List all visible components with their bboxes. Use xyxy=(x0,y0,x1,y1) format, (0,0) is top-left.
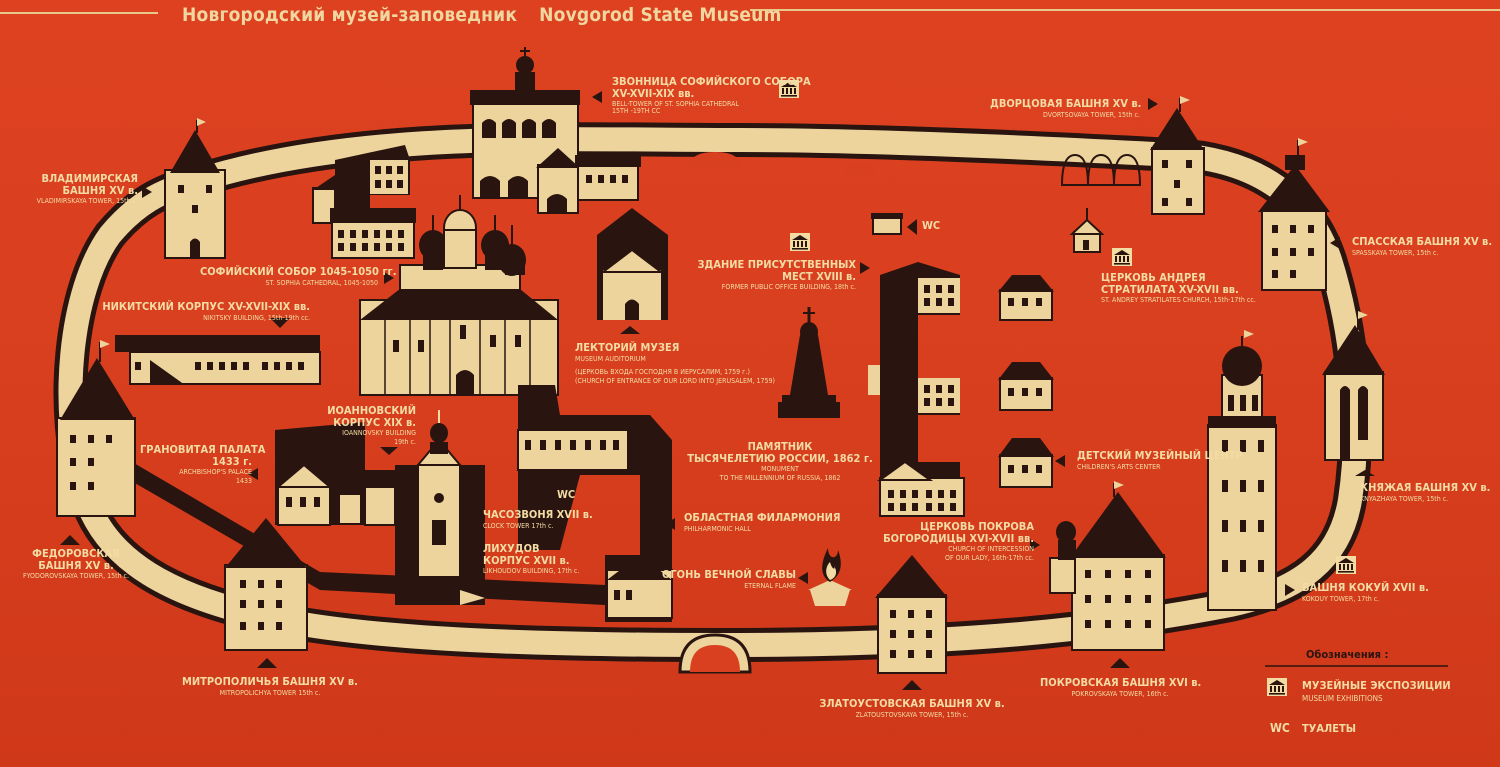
vladimirskaya-tower xyxy=(164,118,226,259)
mitropolichya-tower xyxy=(224,518,308,651)
label-mitropolichya: МИТРОПОЛИЧЬЯ БАШНЯ XV в. MITROPOLICHYA T… xyxy=(182,675,358,697)
label-knyazhaya: КНЯЖАЯ БАШНЯ XV в. KNYAZHAYA TOWER, 15th… xyxy=(1360,481,1491,503)
kokuy-tower xyxy=(1207,330,1277,611)
label-monument: ПАМЯТНИК ТЫСЯЧЕЛЕТИЮ РОССИИ, 1862 г. MON… xyxy=(687,440,873,483)
wc-marker-center: WC xyxy=(557,488,576,501)
label-zlatoustovskaya: ЗЛАТОУСТОВСКАЯ БАШНЯ XV в. ZLATOUSTOVSKA… xyxy=(819,697,1005,719)
label-dvortsovaya: ДВОРЦОВАЯ БАШНЯ XV в. DVORTSOVAYA TOWER,… xyxy=(990,97,1142,119)
label-lectorium: ЛЕКТОРИЙ МУЗЕЯ MUSEUM AUDITORIUM (ЦЕРКОВ… xyxy=(575,341,775,386)
sophia-cathedral xyxy=(359,195,559,396)
pokrovskaya-tower xyxy=(1049,481,1166,651)
museum-icon xyxy=(790,233,810,251)
central-building-complex xyxy=(517,385,673,622)
label-andrey: ЦЕРКОВЬ АНДРЕЯ СТРАТИЛАТА XV-XVII вв. ST… xyxy=(1101,271,1256,305)
title-en: Novgorod State Museum xyxy=(539,4,782,26)
label-pokrova: ЦЕРКОВЬ ПОКРОВА БОГОРОДИЦЫ XVI-XVII вв. … xyxy=(883,520,1034,563)
legend-heading: Обозначения : xyxy=(1306,648,1389,661)
wc-marker-north: WC xyxy=(922,219,941,232)
nikitsky-building xyxy=(115,335,321,385)
museum-icon xyxy=(1336,556,1356,574)
label-granovitaya: ГРАНОВИТАЯ ПАЛАТА 1433 г. ARCHBISHOP'S P… xyxy=(140,443,266,486)
label-clocktower: ЧАСОЗВОНЯ XVII в. CLOCK TOWER 17th c. xyxy=(483,508,593,530)
belltower-building xyxy=(470,47,641,214)
label-spasskaya: СПАССКАЯ БАШНЯ XV в. SPASSKAYA TOWER, 15… xyxy=(1352,235,1493,257)
granovitaya-palace xyxy=(275,422,396,526)
museum-icon xyxy=(1112,248,1132,266)
clock-tower xyxy=(395,410,485,605)
title-ru: Новгородский музей-заповедник xyxy=(182,4,518,26)
museum-icon xyxy=(1267,678,1287,696)
inner-road xyxy=(95,452,605,605)
arrow-icons xyxy=(60,91,1375,690)
zlatoustovskaya-tower xyxy=(875,555,948,674)
label-flame: ОГОНЬ ВЕЧНОЙ СЛАВЫ ETERNAL FLAME xyxy=(661,568,796,590)
spasskaya-tower xyxy=(1258,138,1330,291)
label-sophia: СОФИЙСКИЙ СОБОР 1045-1050 гг. ST. SOPHIA… xyxy=(200,265,397,287)
map-title: Новгородский музей-заповедник Novgorod St… xyxy=(182,4,782,26)
legend-wc-symbol: WC xyxy=(1270,721,1290,735)
label-philharmonic: ОБЛАСТНАЯ ФИЛАРМОНИЯ PHILHARMONIC HALL xyxy=(684,511,841,533)
building-nw-block xyxy=(312,145,416,259)
label-kokuy: БАШНЯ КОКУЙ XVII в. KOKOUY TOWER, 17th c… xyxy=(1302,581,1429,603)
label-children: ДЕТСКИЙ МУЗЕЙНЫЙ ЦЕНТР CHILDREN'S ARTS C… xyxy=(1077,449,1243,471)
label-ioannovsky: ИОАННОВСКИЙ КОРПУС XIX в. IOANNOVSKY BUI… xyxy=(327,404,416,447)
legend-wc-text: ТУАЛЕТЫ xyxy=(1302,722,1357,735)
label-likhudov: ЛИХУДОВ КОРПУС XVII в. LIKHOUDOV BUILDIN… xyxy=(483,542,580,576)
millennium-monument xyxy=(778,307,840,418)
fedorovskaya-tower xyxy=(56,340,136,517)
public-office-building xyxy=(868,262,965,517)
label-pokrovskaya: ПОКРОВСКАЯ БАШНЯ XVI в. POKROVSKAYA TOWE… xyxy=(1040,676,1202,698)
label-belltower: ЗВОННИЦА СОФИЙСКОГО СОБОРА XV-XVII-XIX в… xyxy=(612,75,811,116)
eternal-flame-icon xyxy=(808,548,852,606)
label-nikitsky: НИКИТСКИЙ КОРПУС XV-XVII-XIX вв. NIKITSK… xyxy=(102,300,310,322)
lectorium-church xyxy=(597,208,668,320)
wall-arches-top xyxy=(688,152,1142,186)
legend-museum: МУЗЕЙНЫЕ ЭКСПОЗИЦИИ MUSEUM EXHIBITIONS xyxy=(1302,679,1451,703)
knyazhaya-tower xyxy=(1322,311,1385,461)
label-fedorovskaya: ФЕДОРОВСКАЯ БАШНЯ XV в. FYODOROVSKAYA TO… xyxy=(22,547,130,581)
east-small-buildings xyxy=(871,208,1105,488)
dvortsovaya-tower xyxy=(1150,96,1205,215)
label-vladimirskaya: ВЛАДИМИРСКАЯ БАШНЯ XV в. VLADIMIRSKAYA T… xyxy=(36,172,138,206)
label-office: ЗДАНИЕ ПРИСУТСТВЕННЫХ МЕСТ XVIII в. FORM… xyxy=(697,258,856,292)
